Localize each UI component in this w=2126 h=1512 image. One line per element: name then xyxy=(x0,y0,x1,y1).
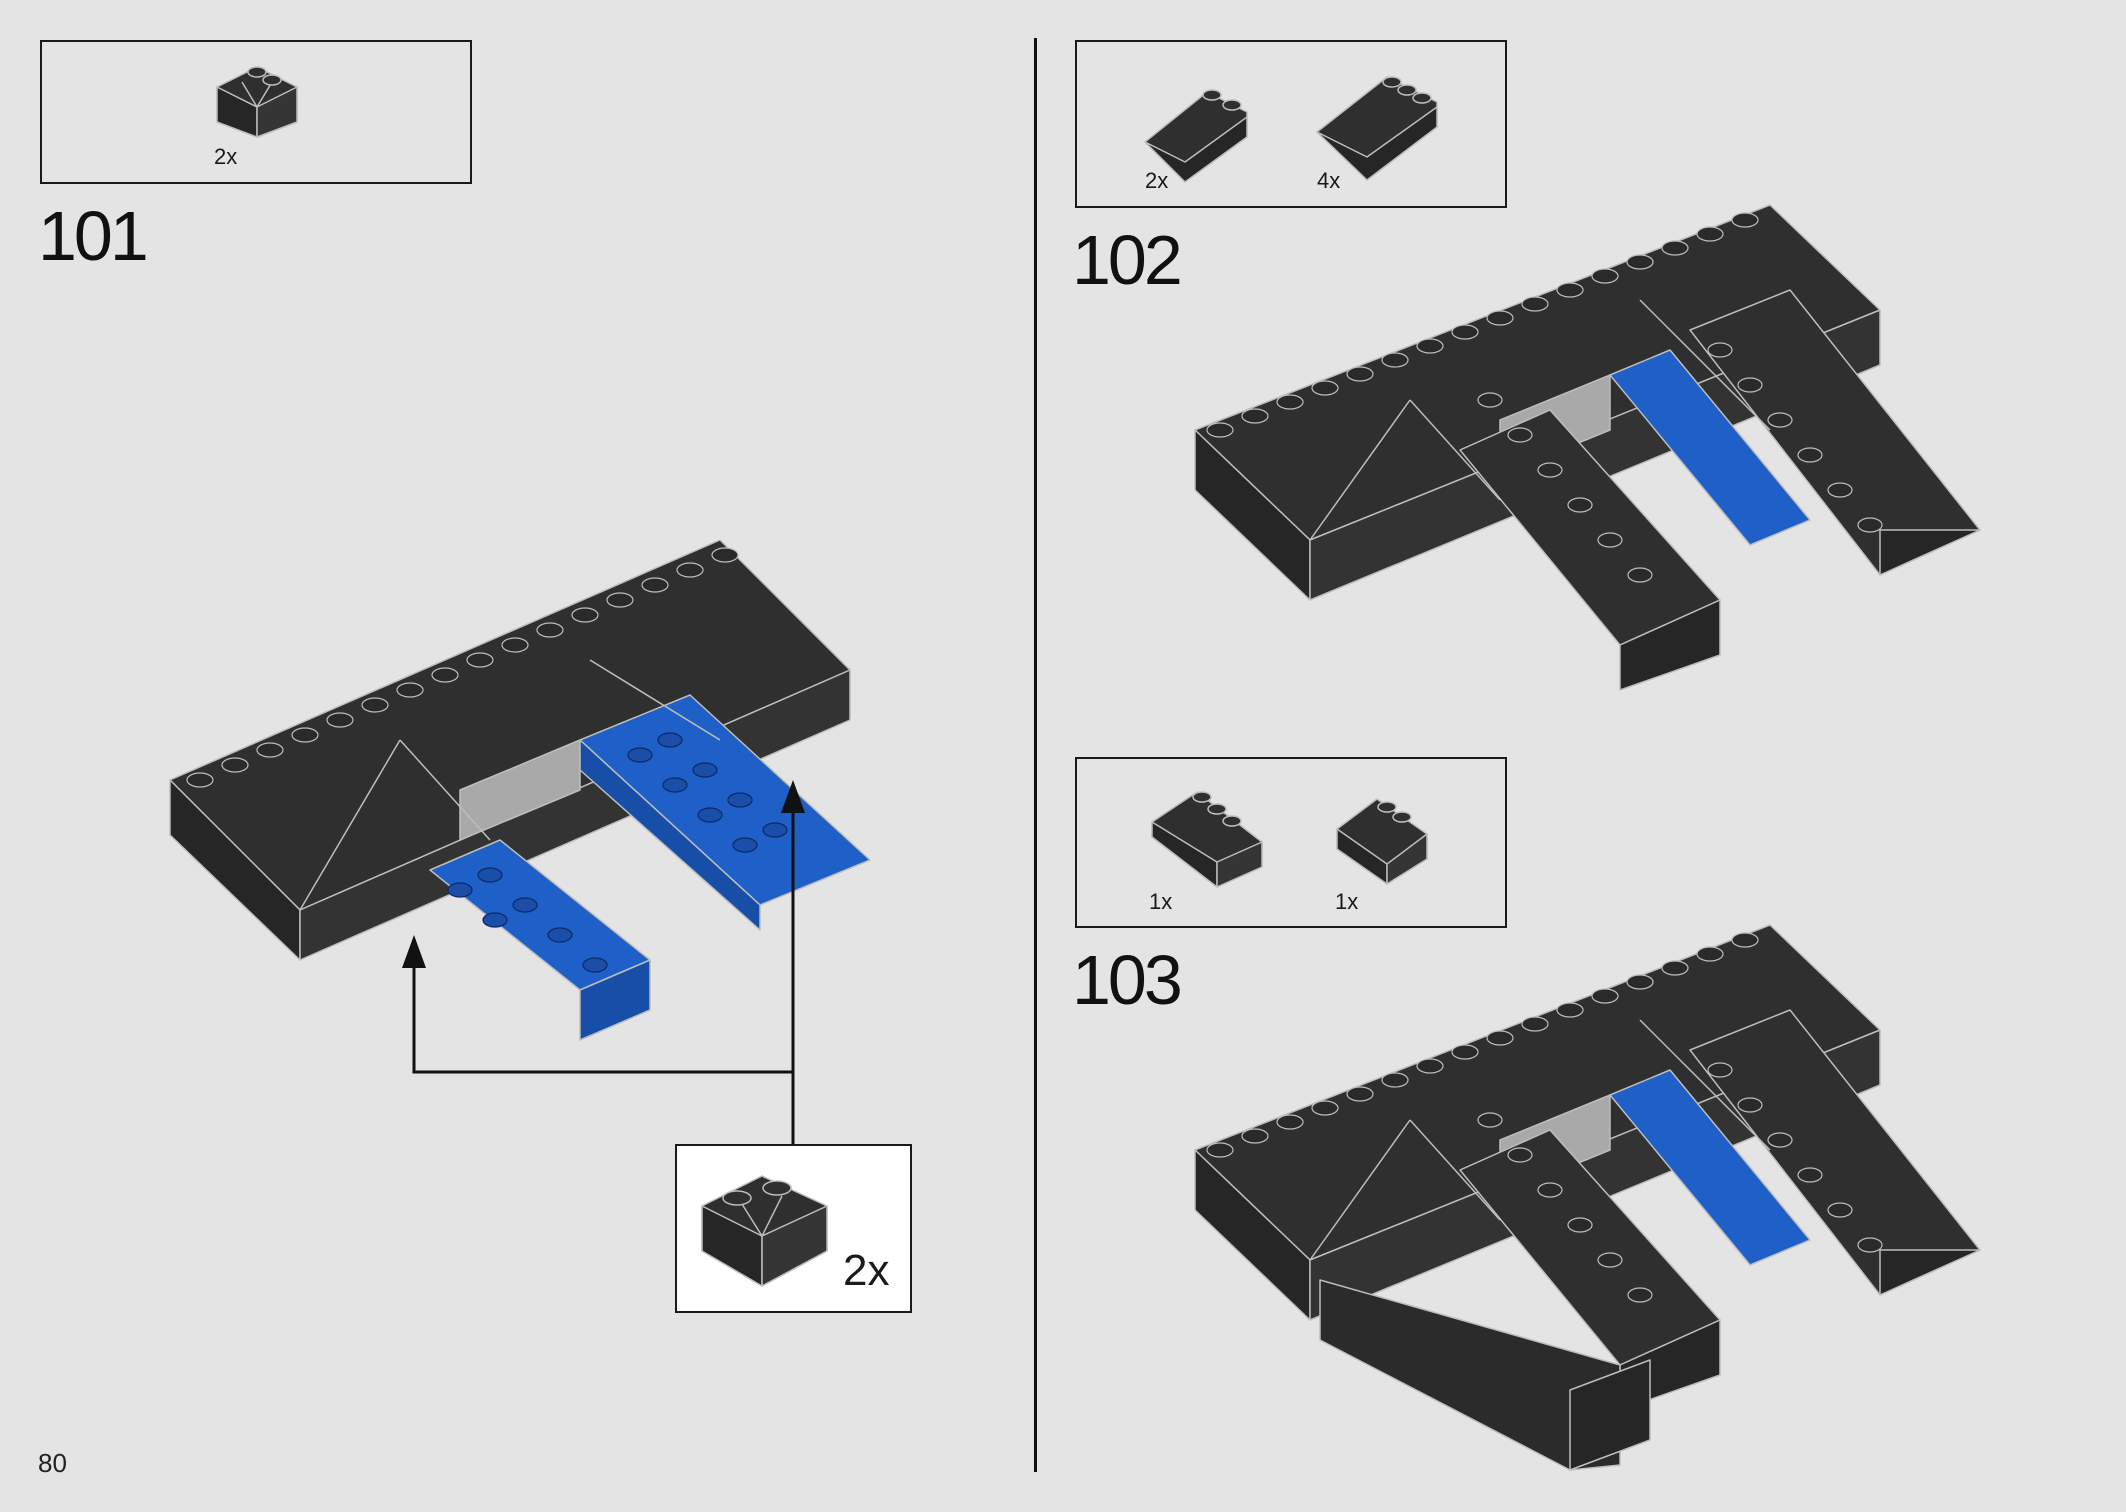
callout-quantity: 2x xyxy=(843,1246,890,1295)
page-number: 80 xyxy=(38,1448,67,1478)
parts-box-step-103: 1x 1x xyxy=(1075,757,1507,928)
step-number: 102 xyxy=(1072,221,1183,299)
parts-box-step-102: 2x 4x xyxy=(1075,40,1507,208)
part-icon-slope-2x3 xyxy=(1151,791,1263,888)
part-icon-slope-2x3 xyxy=(1316,76,1438,181)
model-step-103 xyxy=(1194,924,1981,1471)
part-quantity: 2x xyxy=(214,144,238,169)
model-step-102 xyxy=(1194,204,1981,691)
step-number: 103 xyxy=(1072,941,1183,1019)
part-quantity: 1x xyxy=(1335,889,1359,914)
part-icon-slope-2x2 xyxy=(1144,89,1248,183)
part-quantity: 4x xyxy=(1317,168,1341,193)
part-icon-slope-2x2 xyxy=(1336,798,1428,885)
part-quantity: 1x xyxy=(1149,889,1173,914)
callout-box-step-101: 2x xyxy=(675,1144,912,1313)
step-number: 101 xyxy=(38,197,149,275)
part-icon-slope-corner xyxy=(216,66,298,138)
page-divider xyxy=(1034,38,1037,1472)
model-step-101 xyxy=(169,539,871,1041)
parts-box-step-101: 2x xyxy=(40,40,472,184)
part-icon-slope-corner xyxy=(701,1175,828,1287)
part-quantity: 2x xyxy=(1145,168,1169,193)
